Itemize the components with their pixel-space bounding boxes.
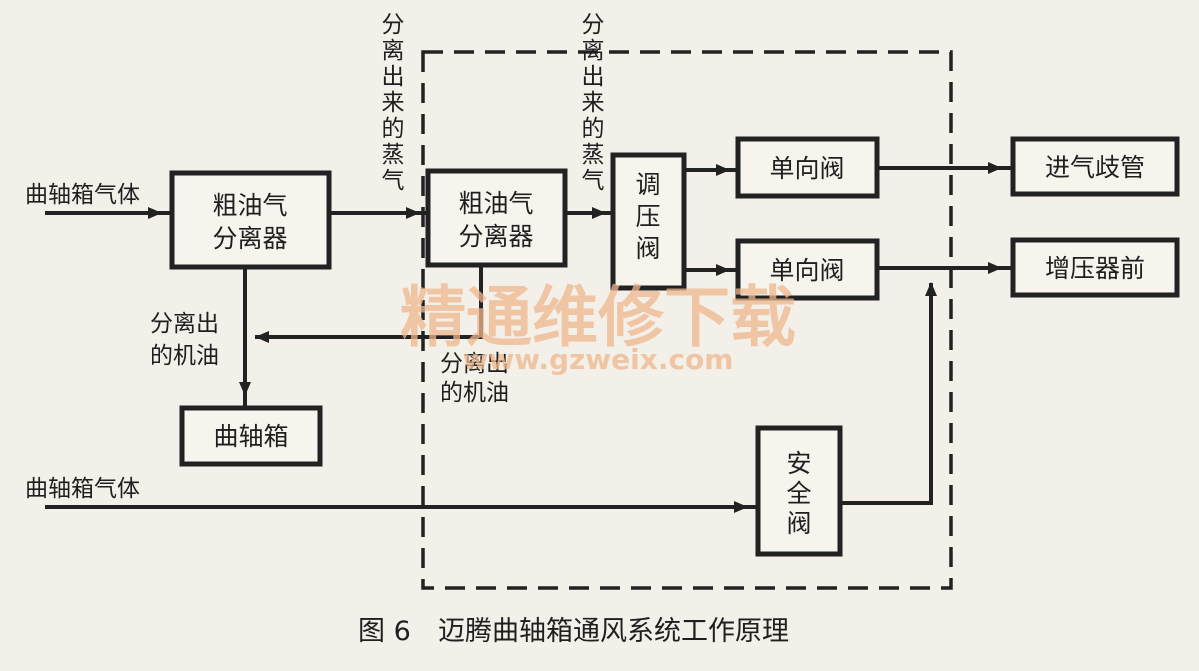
crankcase-box (179, 405, 323, 467)
sep2-oil-return-line (255, 265, 483, 339)
check-valve-1-label: 单向阀 (769, 154, 844, 183)
arrow-right (988, 262, 1002, 274)
arrow-right (734, 501, 748, 513)
crankcase-label: 曲轴箱 (213, 422, 288, 451)
coarse-separator-1-line1: 粗油气 (212, 191, 287, 220)
arrow-right (592, 207, 606, 219)
safety-valve-return-line (840, 283, 933, 505)
check-valve-2-box (735, 238, 880, 301)
turbo-front-box (1010, 237, 1180, 298)
arrow-left (255, 331, 269, 343)
coarse-separator-1-box (169, 170, 332, 270)
check-valve-1-box (735, 136, 880, 199)
pressure-regulator-box (610, 152, 687, 291)
separated-oil-1-line2: 的机油 (150, 343, 219, 369)
separated-oil-1-line1: 分离出 (150, 311, 219, 337)
watermark-text: 精通维修下载 (400, 279, 796, 356)
coarse-separator-2-line2: 分离器 (458, 222, 533, 251)
check-valve-2-label: 单向阀 (769, 256, 844, 285)
dashed-boundary (421, 50, 953, 590)
arrow-down (239, 382, 251, 396)
arrow-right (148, 207, 162, 219)
crankcase-gas-bottom-label: 曲轴箱气体 (25, 476, 140, 502)
crankcase-gas-top-label: 曲轴箱气体 (25, 182, 140, 208)
intake-manifold-label: 进气歧管 (1045, 153, 1145, 182)
safety-valve-label: 安全阀 (786, 449, 811, 538)
coarse-separator-2-box (425, 168, 568, 268)
safety-valve-box (755, 425, 843, 557)
separated-vapor-2-label: 分离出来的蒸气 (582, 12, 605, 194)
separated-oil-2-line2: 的机油 (440, 380, 509, 406)
pressure-regulator-label: 调压阀 (635, 170, 660, 263)
arrow-right (716, 164, 730, 176)
watermark-url: www.gzweix.com (463, 343, 734, 376)
arrow-right (988, 162, 1002, 174)
coarse-separator-2-line1: 粗油气 (458, 189, 533, 218)
arrow-right (716, 264, 730, 276)
turbo-front-label: 增压器前 (1045, 254, 1145, 283)
arrow-right (406, 207, 420, 219)
figure-caption: 迈腾曲轴箱通风系统工作原理 (438, 616, 789, 647)
figure-number: 图 6 (358, 616, 411, 647)
coarse-separator-1-line2: 分离器 (212, 224, 287, 253)
arrow-up (925, 282, 937, 296)
intake-manifold-box (1010, 136, 1180, 197)
separated-vapor-1-label: 分离出来的蒸气 (382, 12, 405, 194)
separated-oil-2-line1: 分离出 (440, 351, 509, 377)
